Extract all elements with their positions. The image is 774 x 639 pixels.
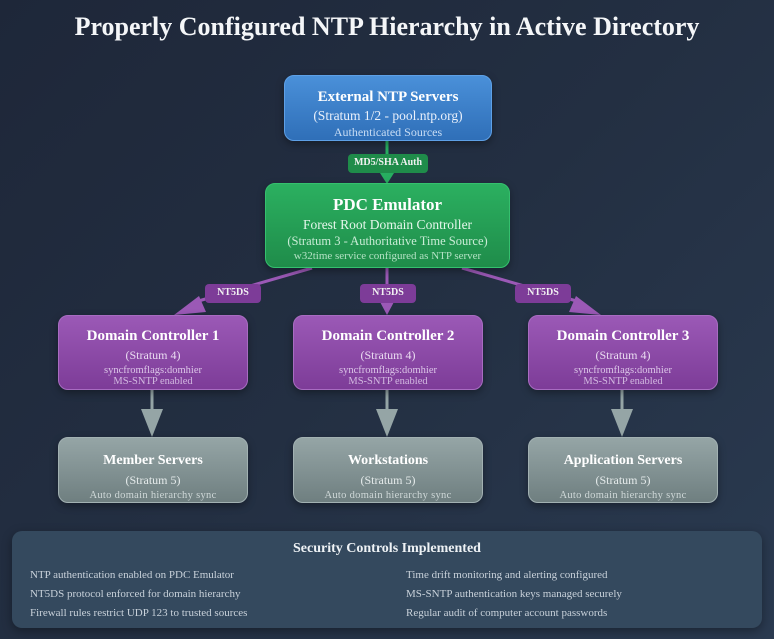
security-control-item: Regular audit of computer account passwo…: [406, 607, 608, 619]
domain-controller-3-node: Domain Controller 3 (Stratum 4) syncfrom…: [528, 315, 718, 390]
pdc-stratum: (Stratum 3 - Authoritative Time Source): [287, 234, 488, 248]
endpoint-stratum: (Stratum 5): [360, 473, 416, 487]
pdc-role: Forest Root Domain Controller: [302, 217, 473, 232]
arrowhead-dc3-to-application-servers: [611, 409, 633, 437]
application-servers-node: Application Servers (Stratum 5) Auto dom…: [528, 437, 718, 503]
arrowhead-pdc-to-dc3: [569, 296, 601, 315]
external-ntp-stratum: (Stratum 1/2 - pool.ntp.org): [313, 108, 463, 123]
security-controls-title: Security Controls Implemented: [293, 541, 481, 556]
dc-stratum: (Stratum 4): [360, 348, 416, 362]
domain-controller-2-node: Domain Controller 2 (Stratum 4) syncfrom…: [293, 315, 483, 390]
endpoint-note: Auto domain hierarchy sync: [89, 490, 217, 501]
security-control-item: Time drift monitoring and alerting confi…: [406, 569, 608, 581]
arrowhead-dc2-to-workstations: [376, 409, 398, 437]
md5-sha-auth-label: MD5/SHA Auth: [348, 154, 428, 173]
endpoint-title: Workstations: [347, 453, 429, 468]
pdc-config: w32time service configured as NTP server: [293, 250, 482, 262]
arrowhead-dc1-to-member-servers: [141, 409, 163, 437]
dc-title: Domain Controller 3: [556, 328, 690, 344]
security-control-item: NTP authentication enabled on PDC Emulat…: [30, 569, 234, 581]
nt5ds-label-dc3: NT5DS: [515, 284, 571, 303]
security-control-item: NT5DS protocol enforced for domain hiera…: [30, 588, 241, 600]
dc-sntp: MS-SNTP enabled: [348, 376, 428, 387]
external-ntp-servers-node: External NTP Servers (Stratum 1/2 - pool…: [284, 75, 492, 141]
external-ntp-title: External NTP Servers: [317, 89, 459, 105]
dc-sync-flags: syncfromflags:domhier: [339, 365, 437, 376]
domain-controller-1-node: Domain Controller 1 (Stratum 4) syncfrom…: [58, 315, 248, 390]
arrowhead-external-to-pdc: [380, 173, 394, 184]
dc-sntp: MS-SNTP enabled: [113, 376, 193, 387]
security-control-item: MS-SNTP authentication keys managed secu…: [406, 588, 622, 600]
dc-stratum: (Stratum 4): [125, 348, 181, 362]
pdc-title: PDC Emulator: [332, 195, 443, 214]
security-control-item: Firewall rules restrict UDP 123 to trust…: [30, 607, 248, 619]
dc-sntp: MS-SNTP enabled: [583, 376, 663, 387]
nt5ds-label-dc1: NT5DS: [205, 284, 261, 303]
workstations-node: Workstations (Stratum 5) Auto domain hie…: [293, 437, 483, 503]
nt5ds-label-dc2: NT5DS: [360, 284, 416, 303]
dc-title: Domain Controller 2: [321, 328, 455, 344]
endpoint-note: Auto domain hierarchy sync: [559, 490, 687, 501]
endpoint-title: Member Servers: [103, 453, 203, 468]
security-controls-panel: Security Controls Implemented NTP authen…: [12, 531, 762, 628]
endpoint-stratum: (Stratum 5): [125, 473, 181, 487]
endpoint-note: Auto domain hierarchy sync: [324, 490, 452, 501]
endpoint-stratum: (Stratum 5): [595, 473, 651, 487]
dc-sync-flags: syncfromflags:domhier: [104, 365, 202, 376]
security-controls-left-list: NTP authentication enabled on PDC Emulat…: [30, 568, 247, 625]
diagram-title: Properly Configured NTP Hierarchy in Act…: [74, 12, 700, 41]
dc-sync-flags: syncfromflags:domhier: [574, 365, 672, 376]
dc-title: Domain Controller 1: [86, 328, 220, 344]
arrowhead-pdc-to-dc1: [174, 296, 206, 315]
external-ntp-note: Authenticated Sources: [333, 125, 443, 139]
security-controls-right-list: Time drift monitoring and alerting confi…: [406, 568, 622, 625]
member-servers-node: Member Servers (Stratum 5) Auto domain h…: [58, 437, 248, 503]
dc-stratum: (Stratum 4): [595, 348, 651, 362]
pdc-emulator-node: PDC Emulator Forest Root Domain Controll…: [265, 183, 510, 268]
arrowhead-pdc-to-dc2: [379, 300, 395, 315]
endpoint-title: Application Servers: [563, 453, 683, 468]
